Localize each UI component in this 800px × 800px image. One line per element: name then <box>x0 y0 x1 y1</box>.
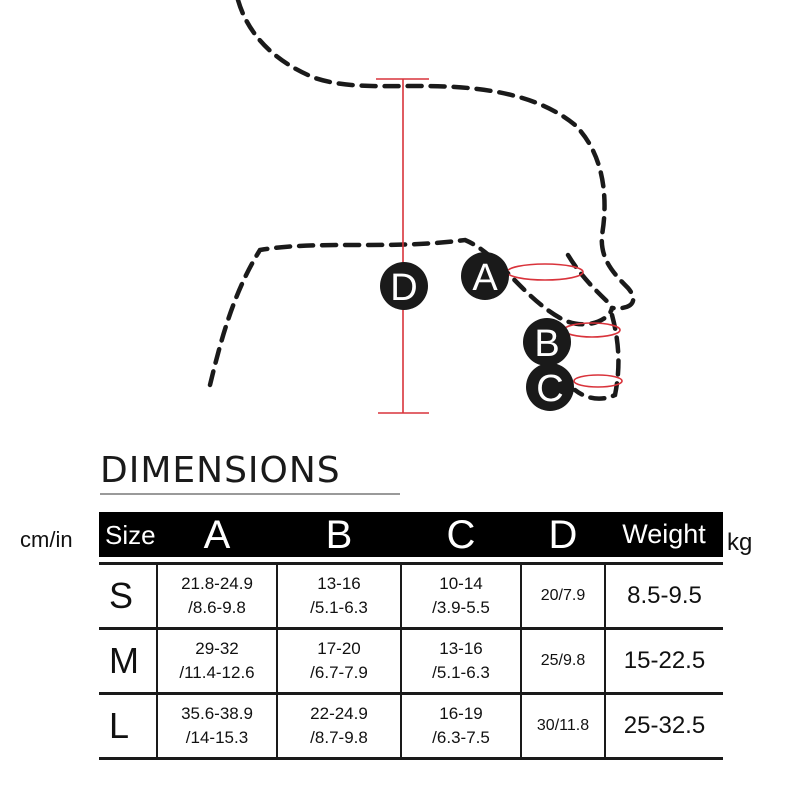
d-cell: 25/9.8 <box>520 627 606 695</box>
c-cell: 10-14/3.9-5.5 <box>400 562 522 630</box>
size-cell: S <box>99 562 158 630</box>
header-c: C <box>401 512 521 557</box>
c-in: /5.1-6.3 <box>432 663 490 682</box>
page-title: DIMENSIONS <box>100 450 341 491</box>
dog-measurement-diagram: D A B C <box>207 0 636 414</box>
label-c-text: C <box>536 368 563 410</box>
b-cell: 13-16/5.1-6.3 <box>276 562 402 630</box>
table-header-row: Size A B C D Weight <box>99 512 723 557</box>
weight-cell: 25-32.5 <box>604 692 723 760</box>
dog-outline <box>207 0 636 401</box>
b-cm: 22-24.9 <box>310 704 368 723</box>
b-cell: 22-24.9/8.7-9.8 <box>276 692 402 760</box>
table-row: S 21.8-24.9/8.6-9.8 13-16/5.1-6.3 10-14/… <box>99 562 723 630</box>
c-in: /3.9-5.5 <box>432 598 490 617</box>
size-cell: M <box>99 627 158 695</box>
size-chart-table: Size A B C D Weight S 21.8-24.9/8.6-9.8 … <box>99 512 723 760</box>
label-a-text: A <box>472 257 498 299</box>
measure-loop-c <box>573 374 623 388</box>
label-c-badge: C <box>526 363 574 411</box>
b-in: /5.1-6.3 <box>310 598 368 617</box>
d-cell: 30/11.8 <box>520 692 606 760</box>
c-cell: 16-19/6.3-7.5 <box>400 692 522 760</box>
b-cm: 13-16 <box>317 574 361 593</box>
label-a-badge: A <box>461 252 509 300</box>
weight-cell: 15-22.5 <box>604 627 723 695</box>
a-cell: 21.8-24.9/8.6-9.8 <box>156 562 278 630</box>
title-divider <box>100 493 400 495</box>
label-d-text: D <box>390 267 417 309</box>
label-b-text: B <box>534 323 559 365</box>
weight-cell: 8.5-9.5 <box>604 562 723 630</box>
c-cell: 13-16/5.1-6.3 <box>400 627 522 695</box>
header-size: Size <box>99 512 157 557</box>
b-in: /6.7-7.9 <box>310 663 368 682</box>
label-d-badge: D <box>380 262 428 310</box>
header-a: A <box>157 512 277 557</box>
c-cm: 13-16 <box>439 639 483 658</box>
a-cell: 29-32/11.4-12.6 <box>156 627 278 695</box>
table-row: L 35.6-38.9/14-15.3 22-24.9/8.7-9.8 16-1… <box>99 692 723 760</box>
a-cm: 35.6-38.9 <box>181 704 253 723</box>
a-in: /14-15.3 <box>185 728 249 747</box>
header-d: D <box>521 512 605 557</box>
a-cm: 21.8-24.9 <box>181 574 253 593</box>
a-in: /8.6-9.8 <box>188 598 246 617</box>
table-row: M 29-32/11.4-12.6 17-20/6.7-7.9 13-16/5.… <box>99 627 723 695</box>
unit-label-cm-in: cm/in <box>20 527 73 552</box>
c-cm: 10-14 <box>439 574 483 593</box>
b-in: /8.7-9.8 <box>310 728 368 747</box>
header-weight: Weight <box>605 512 723 557</box>
d-cell: 20/7.9 <box>520 562 606 630</box>
b-cm: 17-20 <box>317 639 361 658</box>
label-b-badge: B <box>523 318 571 366</box>
size-cell: L <box>99 692 158 760</box>
a-in: /11.4-12.6 <box>179 663 255 682</box>
b-cell: 17-20/6.7-7.9 <box>276 627 402 695</box>
measure-loop-a <box>506 263 584 281</box>
header-b: B <box>277 512 401 557</box>
a-cm: 29-32 <box>195 639 239 658</box>
a-cell: 35.6-38.9/14-15.3 <box>156 692 278 760</box>
measure-line-d <box>376 78 429 414</box>
unit-label-kg: kg <box>727 529 753 556</box>
c-cm: 16-19 <box>439 704 483 723</box>
header-gap <box>99 557 723 564</box>
c-in: /6.3-7.5 <box>432 728 490 747</box>
